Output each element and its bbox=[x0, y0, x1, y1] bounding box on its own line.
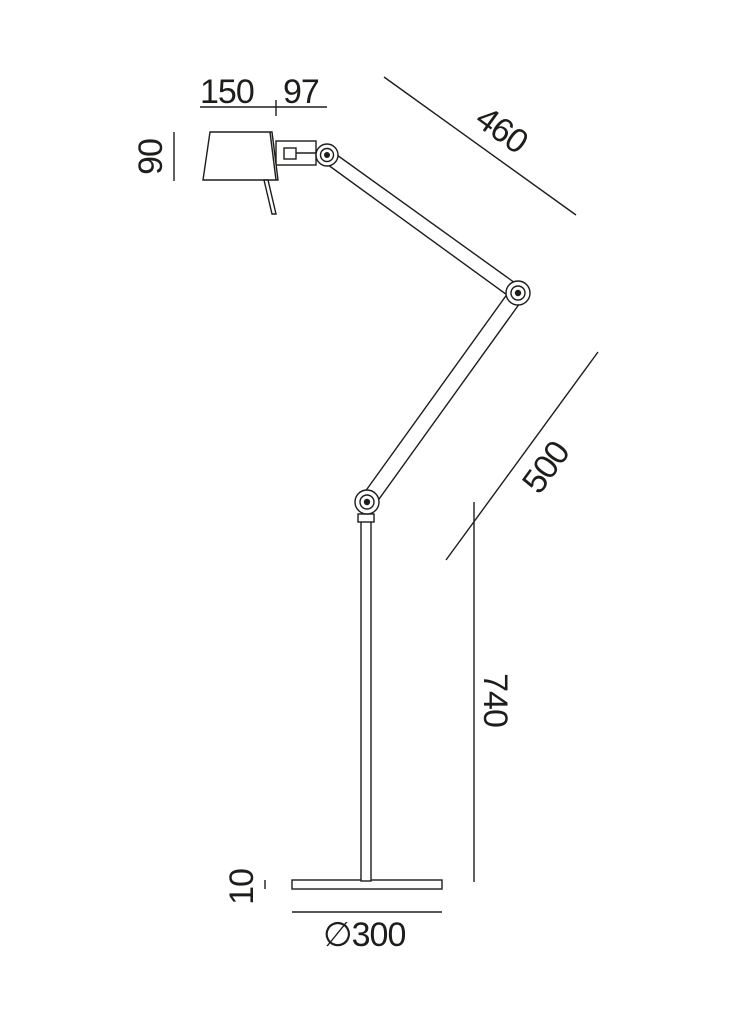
shade-handle bbox=[263, 179, 277, 215]
diameter-symbol: ∅ bbox=[323, 916, 352, 954]
stem-joint bbox=[354, 489, 380, 515]
dim-label-shade-depth: 150 bbox=[200, 73, 254, 111]
dimension-lines bbox=[173, 76, 599, 913]
dim-line-upper-arm bbox=[383, 76, 577, 216]
diameter-value: 300 bbox=[352, 916, 406, 954]
dim-label-base-diameter: ∅300 bbox=[323, 916, 405, 954]
dim-label-base-thickness: 10 bbox=[223, 869, 261, 905]
dim-label-lower-arm: 500 bbox=[515, 435, 577, 501]
lamp-shade bbox=[202, 131, 279, 181]
elbow-joint bbox=[505, 280, 531, 306]
shade-joint bbox=[315, 143, 339, 167]
connector-screw bbox=[283, 147, 297, 160]
lamp-body bbox=[202, 131, 531, 890]
dimension-labels: 150 97 90 460 500 740 10 ∅300 bbox=[132, 73, 577, 954]
lamp-stem bbox=[360, 519, 372, 882]
dim-label-stem-height: 740 bbox=[476, 673, 514, 727]
stem-collar bbox=[357, 513, 375, 523]
dim-label-upper-arm: 460 bbox=[469, 99, 535, 161]
lower-arm bbox=[361, 284, 526, 508]
dim-line-lower-arm bbox=[445, 351, 599, 561]
upper-arm bbox=[323, 148, 523, 301]
dim-label-shade-height: 90 bbox=[132, 139, 170, 175]
dim-label-neck-offset: 97 bbox=[283, 73, 319, 111]
